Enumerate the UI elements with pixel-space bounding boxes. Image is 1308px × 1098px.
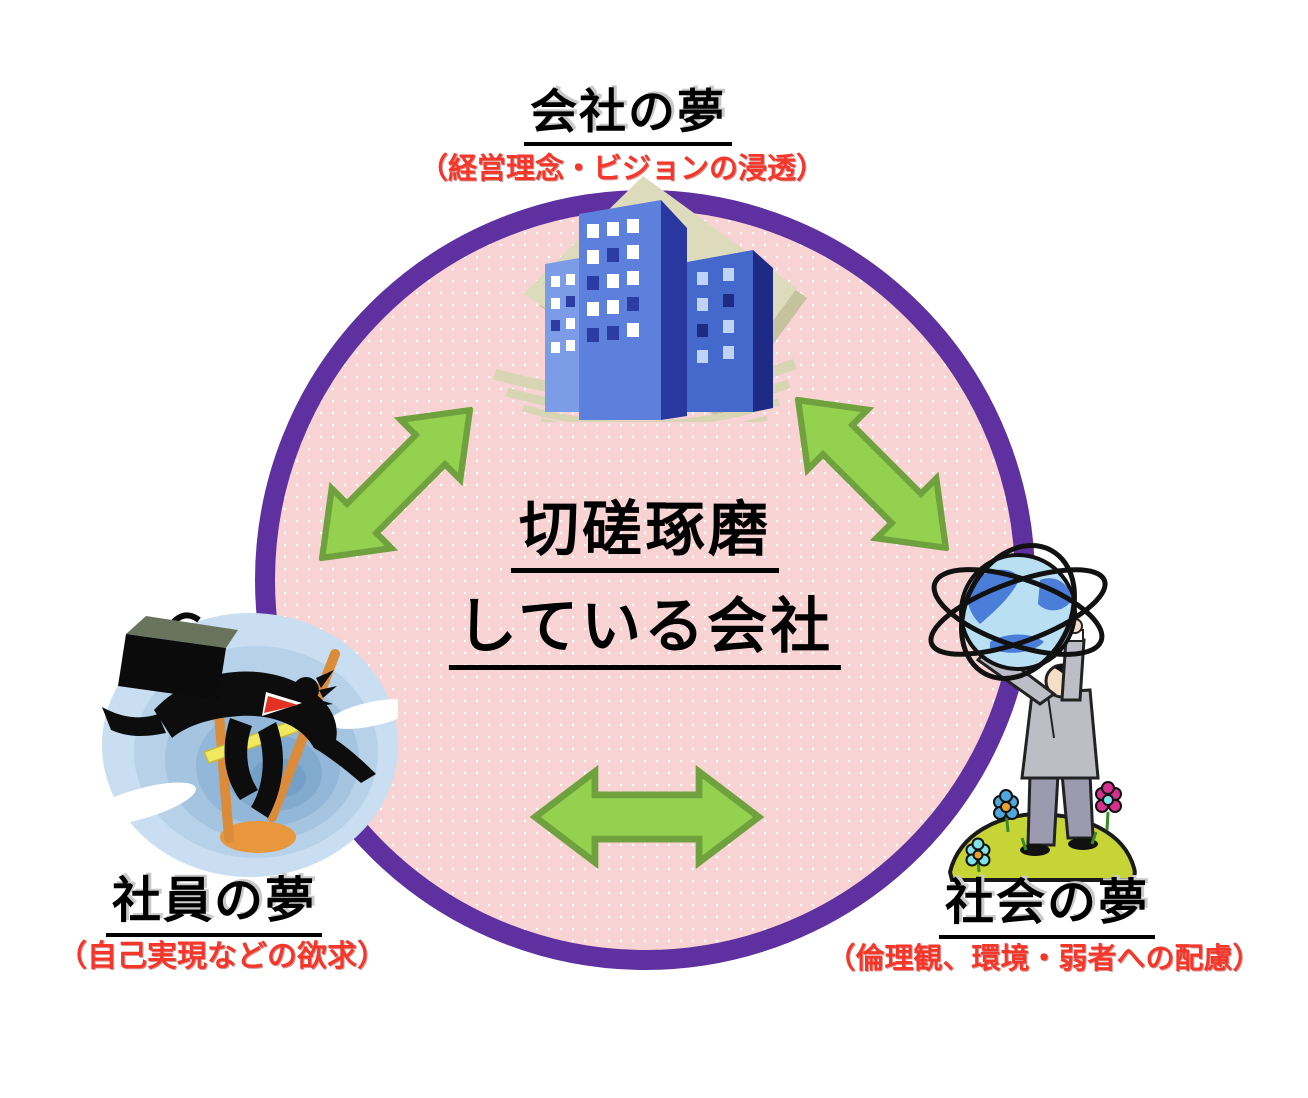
man-holding-globe-icon [928,543,1137,882]
double-arrow-company-employee [318,406,474,562]
center-title-line1: 切磋琢磨 [511,500,779,573]
employee-dream-sublabel: （自己実現などの欲求） [57,940,387,973]
company-dream-sublabel: （経営理念・ビジョンの浸透） [418,153,826,185]
center-title-line2: している会社 [448,597,842,670]
double-arrow-employee-society [529,764,765,870]
company-dream-label: 会社の夢 [524,88,732,146]
office-buildings-icon [493,176,807,422]
society-dream-label: 社会の夢 [938,879,1156,939]
society-dream-sublabel: （倫理観、環境・弱者への配慮） [826,943,1262,975]
double-arrow-company-society [794,396,950,552]
employee-dream-label: 社員の夢 [105,877,323,937]
hurdling-businessman-icon [88,612,398,877]
